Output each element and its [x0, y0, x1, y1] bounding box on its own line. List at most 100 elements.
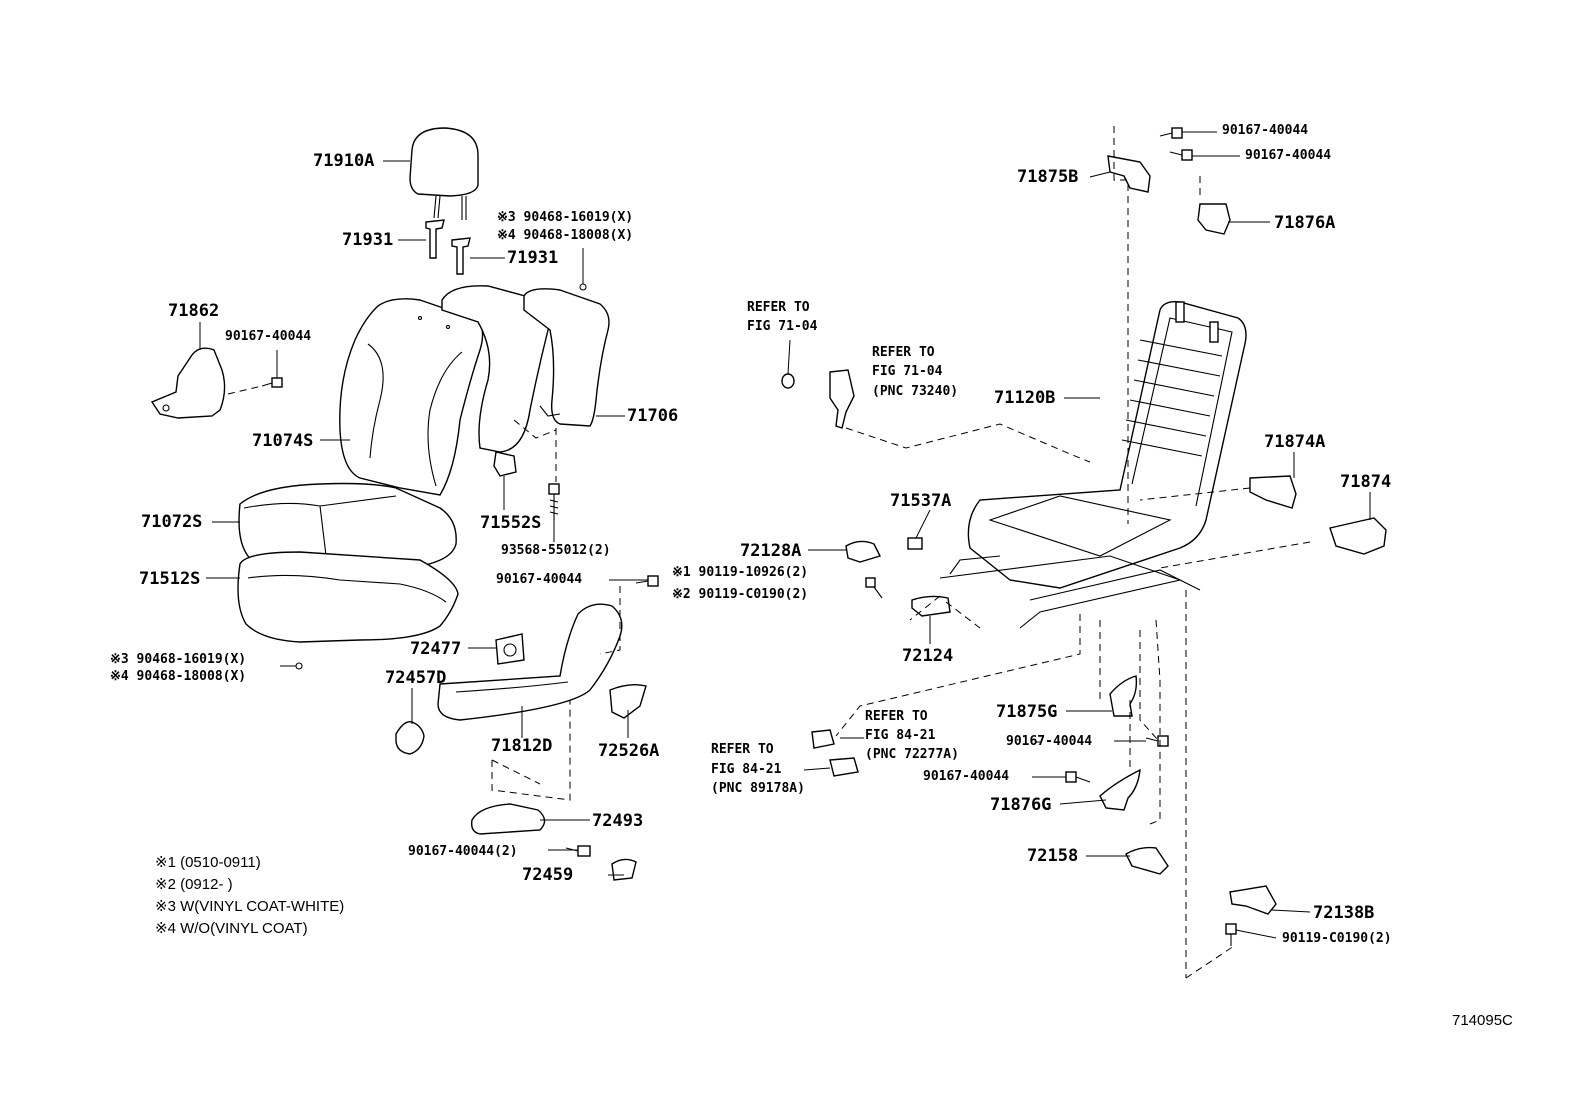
headrest-part [409, 127, 479, 220]
part-label-71512S: 71512S [139, 569, 201, 589]
cover-72459 [611, 858, 637, 881]
cover-72158 [1125, 846, 1169, 875]
seatback-cover-part [339, 298, 484, 496]
note-label-3-mid: ※3 90468-16019(X) [110, 652, 247, 667]
bolt-90167-f [1145, 735, 1169, 747]
seat-rails-part [939, 555, 1201, 629]
footnote-1: ※1 (0510-0911) [155, 854, 261, 871]
part-label-93568-55012: 93568-55012(2) [501, 543, 611, 558]
seatback-board-part [523, 288, 610, 427]
bolt-90167-d [1159, 127, 1183, 139]
part-label-71874: 71874 [1340, 472, 1392, 492]
part-label-90167-40044-c: 90167-40044(2) [408, 844, 518, 859]
bracket-71875G [1109, 675, 1138, 717]
part-label-72459: 72459 [522, 865, 574, 885]
bracket-71876G [1099, 768, 1141, 811]
part-label-72138B: 72138B [1313, 903, 1375, 923]
part-label-71706: 71706 [627, 406, 679, 426]
refer-label-2b: FIG 71-04 [872, 364, 943, 379]
seat-cushion-pad-part [237, 551, 459, 643]
clip-part-top [579, 283, 587, 291]
knob-72477 [495, 633, 525, 665]
refer-label-4a: REFER TO [711, 742, 774, 757]
part-label-72124: 72124 [902, 646, 954, 666]
part-label-71874A: 71874A [1264, 432, 1326, 452]
refer-label-3a: REFER TO [865, 709, 928, 724]
bolt-90167-e [1169, 149, 1193, 161]
footnote-2: ※2 (0912- ) [155, 876, 233, 893]
knob-72457D [395, 721, 425, 755]
side-shield-part [437, 603, 623, 721]
part-label-90167-40044-d: 90167-40044 [1222, 123, 1309, 138]
part-label-71812D: 71812D [491, 736, 553, 756]
bolt-90167-a [261, 377, 283, 388]
bolt-90167-g [1065, 771, 1091, 783]
bolt-90119-c [1225, 923, 1237, 946]
part-label-90167-40044-f: 90167-40044 [1006, 734, 1093, 749]
headrest-guide-left [425, 219, 445, 259]
refer-label-4c: (PNC 89178A) [711, 781, 805, 796]
part-label-72457D: 72457D [385, 668, 447, 688]
part-label-90167-40044-e: 90167-40044 [1245, 148, 1332, 163]
cover-72526A [609, 683, 647, 719]
part-label-72477: 72477 [410, 639, 462, 659]
part-label-71074S: 71074S [252, 431, 314, 451]
part-label-71875G: 71875G [996, 702, 1058, 722]
part-label-72128A: 72128A [740, 541, 802, 561]
refer-label-1a: REFER TO [747, 300, 810, 315]
refer-label-2c: (PNC 73240) [872, 384, 959, 399]
part-72124 [911, 595, 951, 617]
note-label-2-bolt: ※2 90119-C0190(2) [672, 587, 809, 602]
part-label-90167-40044-a: 90167-40044 [225, 329, 312, 344]
diagram-code: 714095C [1452, 1012, 1513, 1029]
screw-93568 [548, 483, 560, 520]
clip-part-mid [295, 662, 303, 670]
leader-lines [199, 131, 1371, 939]
bracket-71874 [1329, 517, 1387, 555]
part-label-72526A: 72526A [598, 741, 660, 761]
lever-72493 [470, 803, 546, 835]
refer-label-1b: FIG 71-04 [747, 319, 818, 334]
bolt-90167-b [635, 575, 659, 587]
refer-label-3b: FIG 84-21 [865, 728, 936, 743]
seatbelt-buckle-part [781, 369, 855, 429]
footnote-4: ※4 W/O(VINYL COAT) [155, 920, 308, 937]
part-label-71876G: 71876G [990, 795, 1052, 815]
part-label-71931-b: 71931 [507, 248, 559, 268]
clip-part-71552s [493, 451, 517, 477]
part-label-71537A: 71537A [890, 491, 952, 511]
bracket-72138B [1229, 885, 1277, 915]
part-label-90167-40044-b: 90167-40044 [496, 572, 583, 587]
note-label-4-mid: ※4 90468-18008(X) [110, 669, 247, 684]
part-label-71072S: 71072S [141, 512, 203, 532]
part-label-71552S: 71552S [480, 513, 542, 533]
part-label-71120B: 71120B [994, 388, 1056, 408]
refer-label-2a: REFER TO [872, 345, 935, 360]
footnote-3: ※3 W(VINYL COAT-WHITE) [155, 898, 345, 915]
part-label-71862: 71862 [168, 301, 220, 321]
seat-frame-part [967, 300, 1247, 589]
connector-72277A [811, 729, 835, 749]
part-label-71875B: 71875B [1017, 167, 1079, 187]
part-label-72158: 72158 [1027, 846, 1079, 866]
note-label-1-bolt: ※1 90119-10926(2) [672, 565, 809, 580]
part-label-90167-40044-g: 90167-40044 [923, 769, 1010, 784]
note-label-4-top: ※4 90468-18008(X) [497, 228, 634, 243]
bracket-71875B [1107, 155, 1151, 193]
part-label-71910A: 71910A [313, 151, 375, 171]
part-72128A [845, 540, 881, 563]
connector-89178A [829, 757, 859, 777]
refer-label-4b: FIG 84-21 [711, 762, 782, 777]
bracket-71876A [1197, 203, 1231, 235]
part-label-71931-a: 71931 [342, 230, 394, 250]
bracket-71862 [150, 347, 226, 419]
refer-label-3c: (PNC 72277A) [865, 747, 959, 762]
headrest-guide-right [451, 237, 471, 275]
dashed-assembly-lines [227, 126, 1311, 979]
bolt-90119-1 [865, 577, 883, 599]
part-71537A [907, 537, 923, 550]
part-label-71876A: 71876A [1274, 213, 1336, 233]
part-label-72493: 72493 [592, 811, 644, 831]
bolt-90167-c [565, 845, 591, 857]
part-label-90119-C0190: 90119-C0190(2) [1282, 931, 1392, 946]
